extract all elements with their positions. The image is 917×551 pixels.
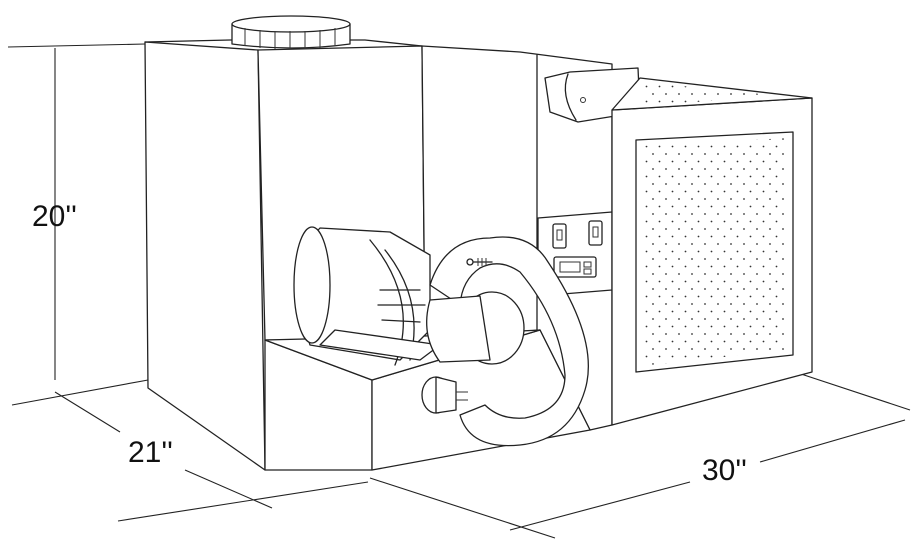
motor-assembly: [293, 226, 441, 366]
hose-assembly: [421, 236, 589, 447]
display-button-up[interactable]: [583, 261, 592, 268]
perforated-panel-frame: [635, 131, 794, 373]
depth-label: 21'': [128, 436, 173, 469]
tank-side-face: [144, 41, 266, 471]
width-dimension-line-a: [509, 481, 691, 531]
depth-dimension-line-a: [54, 391, 121, 433]
filler-cap: [231, 15, 351, 49]
width-right-extension: [794, 371, 911, 411]
width-dimension-line-b: [759, 419, 906, 463]
power-switch-right[interactable]: [588, 220, 603, 246]
height-bottom-extension: [11, 379, 149, 406]
depth-dimension-line-b: [184, 469, 273, 509]
height-top-extension: [7, 43, 146, 48]
perforated-panel: [641, 138, 788, 366]
power-switch-left[interactable]: [552, 223, 567, 249]
dimension-lines: [7, 43, 911, 539]
height-label: 20'': [32, 200, 77, 233]
motor-end-cap: [293, 226, 331, 344]
lower-fitting: [421, 376, 468, 414]
width-label: 30'': [702, 454, 747, 487]
upper-bolt: [466, 258, 493, 266]
hose-loop: [429, 236, 589, 447]
width-front-line: [369, 477, 556, 539]
depth-bottom-extension: [117, 481, 369, 522]
display-button-down[interactable]: [583, 268, 592, 275]
cabinet-top-perforation: [640, 82, 780, 106]
